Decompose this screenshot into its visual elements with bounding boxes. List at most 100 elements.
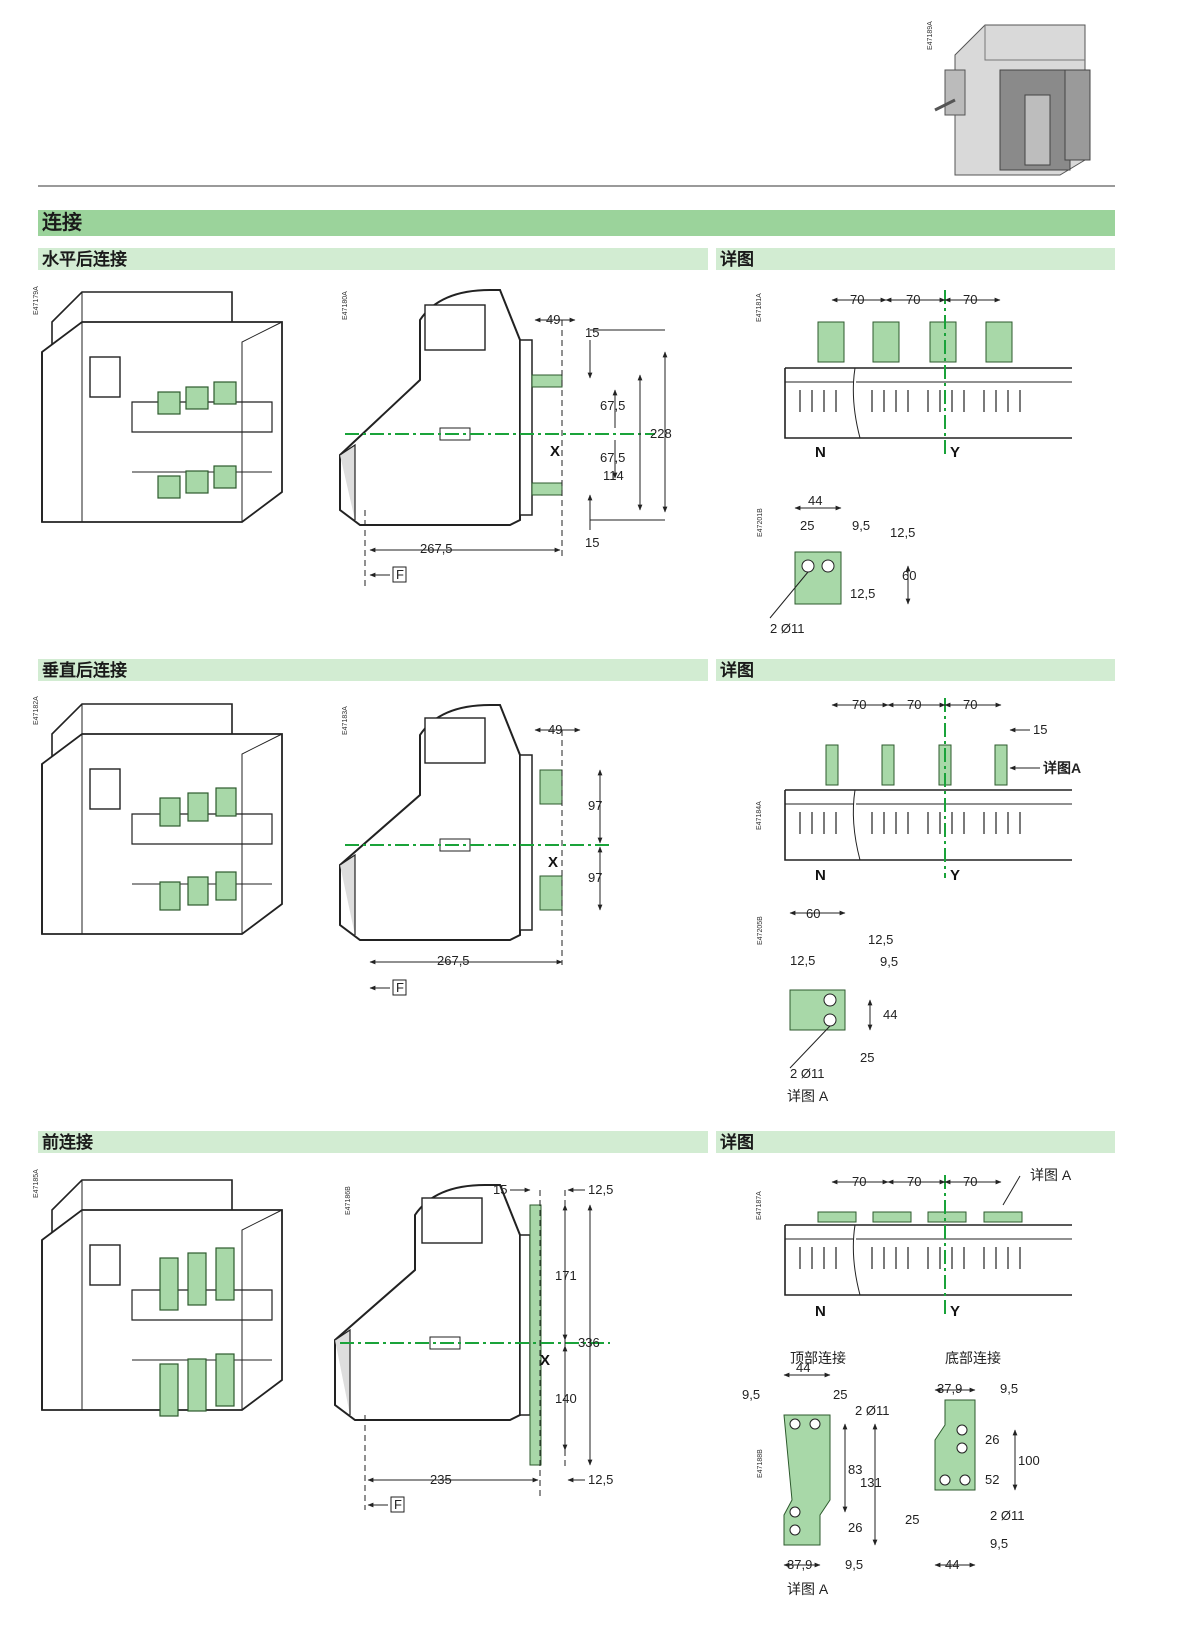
f-detail-spacing-2: 70	[907, 1174, 921, 1189]
h-side-total: 228	[650, 426, 672, 441]
f-top-holes: 2 Ø11	[855, 1403, 889, 1418]
front-top-connection: 顶部连接 E47188B 44 9,5 25 2 Ø11 83 131 26 3…	[742, 1350, 889, 1597]
v-detail-axis: Y	[950, 867, 960, 884]
v-detail-spacing-1: 70	[852, 697, 866, 712]
v-term-h: 44	[883, 1007, 897, 1022]
f-bot-h2: 52	[985, 1472, 999, 1487]
breaker-photo: E47189A	[927, 21, 1091, 176]
f-top-h3: 26	[848, 1520, 862, 1535]
f-bot-bw: 44	[945, 1557, 959, 1572]
h-term-c: 12,5	[890, 525, 915, 540]
f-bot-a: 9,5	[1000, 1381, 1018, 1396]
v-side-depth: 267,5	[437, 953, 470, 968]
figure-code-v-detail: E47184A	[756, 801, 763, 830]
f-top-w: 44	[796, 1360, 810, 1375]
figure-code-h-terminal: E47201B	[757, 508, 764, 537]
h-side-front-label: F	[396, 567, 404, 582]
detail-title-horizontal: 详图	[720, 249, 754, 269]
h-detail-spacing-2: 70	[906, 292, 920, 307]
f-detail-spacing-1: 70	[852, 1174, 866, 1189]
vertical-rear-terminal: E47205B 60 12,5 12,5 9,5 44 25 2 Ø11 详图 …	[757, 906, 898, 1104]
f-top-bw: 37,9	[787, 1557, 812, 1572]
front-bottom-connection: 底部连接 37,9 9,5 26 52 100 2 Ø11 25 44 9,5	[905, 1350, 1040, 1572]
f-bot-w: 37,9	[937, 1381, 962, 1396]
h-term-w: 44	[808, 493, 822, 508]
figure-code-f-side: E47186B	[345, 1186, 352, 1215]
v-side-axis-label: X	[548, 854, 558, 871]
figure-code-v-terminal: E47205B	[757, 916, 764, 945]
f-bot-holes: 2 Ø11	[990, 1508, 1024, 1523]
f-bottom-title: 底部连接	[945, 1350, 1001, 1366]
figure-code-h-detail: E47181A	[756, 293, 763, 322]
v-detail-bar-width: 15	[1033, 722, 1047, 737]
figure-code-f-terminal: E47188B	[757, 1449, 764, 1478]
figure-code-v-side: E47183A	[342, 706, 349, 735]
v-side-top-offset: 49	[548, 722, 562, 737]
header-rule	[38, 185, 1115, 187]
v-side-d1: 97	[588, 798, 602, 813]
f-side-axis-label: X	[540, 1352, 550, 1369]
h-detail-neutral: N	[815, 444, 826, 461]
figure-code-f-detail: E47187A	[756, 1191, 763, 1220]
v-term-c: 9,5	[880, 954, 898, 969]
figure-code-h-iso: E47179A	[33, 286, 40, 315]
f-side-d-top-left: 15	[493, 1182, 507, 1197]
v-term-a: 12,5	[790, 953, 815, 968]
h-term-b: 9,5	[852, 518, 870, 533]
h-side-d1: 15	[585, 325, 599, 340]
horizontal-rear-terminal: E47201B 44 25 9,5 12,5 60 12,5 2 Ø11	[757, 493, 916, 636]
h-detail-spacing-1: 70	[850, 292, 864, 307]
f-bot-h3: 100	[1018, 1453, 1040, 1468]
f-top-bb: 9,5	[845, 1557, 863, 1572]
v-side-d2: 97	[588, 870, 602, 885]
h-term-d: 12,5	[850, 586, 875, 601]
figure-code-top-photo: E47189A	[927, 21, 934, 50]
f-side-lower: 140	[555, 1391, 577, 1406]
front-side-view: E47186B 15 12,5 171 336 140 12,5 X 235 F	[334, 1182, 613, 1513]
front-iso: E47185A	[33, 1169, 283, 1417]
subsection-title-front: 前连接	[42, 1132, 93, 1152]
f-top-caption: 详图 A	[787, 1581, 829, 1597]
h-side-d2: 67,5	[600, 398, 625, 413]
figure-code-h-side: E47180A	[342, 291, 349, 320]
h-term-holes: 2 Ø11	[770, 621, 804, 636]
horizontal-rear-side-view: E47180A 49 228 114 15 67,5 67,5 15 X 267…	[339, 289, 672, 590]
detail-title-vertical: 详图	[720, 660, 754, 680]
figure-code-v-iso: E47182A	[33, 696, 40, 725]
horizontal-rear-iso: E47179A	[33, 286, 283, 523]
f-side-d-bottom: 12,5	[588, 1472, 613, 1487]
v-detail-callout: 详图A	[1043, 760, 1081, 776]
f-top-b: 25	[833, 1387, 847, 1402]
v-term-holes: 2 Ø11	[790, 1066, 824, 1081]
v-detail-spacing-3: 70	[963, 697, 977, 712]
f-bot-bl: 25	[905, 1512, 919, 1527]
section-title-bar: 连接	[38, 210, 1115, 236]
f-side-total: 336	[578, 1335, 600, 1350]
f-side-d-top-right: 12,5	[588, 1182, 613, 1197]
f-side-front-label: F	[394, 1497, 402, 1512]
f-side-upper: 171	[555, 1268, 577, 1283]
vertical-rear-side-view: E47183A 49 97 97 X 267,5 F	[339, 704, 610, 996]
horizontal-rear-detail: E47181A 70 70 70 N Y	[756, 290, 1072, 461]
subsection-bar-front: 前连接	[38, 1131, 708, 1153]
subsection-bar-vertical: 垂直后连接	[38, 659, 708, 681]
f-top-title: 顶部连接	[790, 1350, 846, 1366]
v-term-caption: 详图 A	[787, 1088, 829, 1104]
h-side-axis-label: X	[550, 443, 560, 460]
subsection-bar-horizontal: 水平后连接	[38, 248, 708, 270]
figure-code-f-iso: E47185A	[33, 1169, 40, 1198]
subsection-title-vertical: 垂直后连接	[42, 660, 127, 680]
f-top-h2: 131	[860, 1475, 882, 1490]
vertical-rear-detail: E47184A 70 70 70 15 详图A N Y	[756, 697, 1081, 884]
h-term-a: 25	[800, 518, 814, 533]
f-bot-h1: 26	[985, 1432, 999, 1447]
h-side-depth: 267,5	[420, 541, 453, 556]
v-detail-spacing-2: 70	[907, 697, 921, 712]
v-detail-neutral: N	[815, 867, 826, 884]
h-side-d3: 67,5	[600, 450, 625, 465]
v-term-w: 60	[806, 906, 820, 921]
h-side-inner: 114	[603, 468, 624, 483]
h-detail-spacing-3: 70	[963, 292, 977, 307]
detail-title-front: 详图	[720, 1132, 754, 1152]
